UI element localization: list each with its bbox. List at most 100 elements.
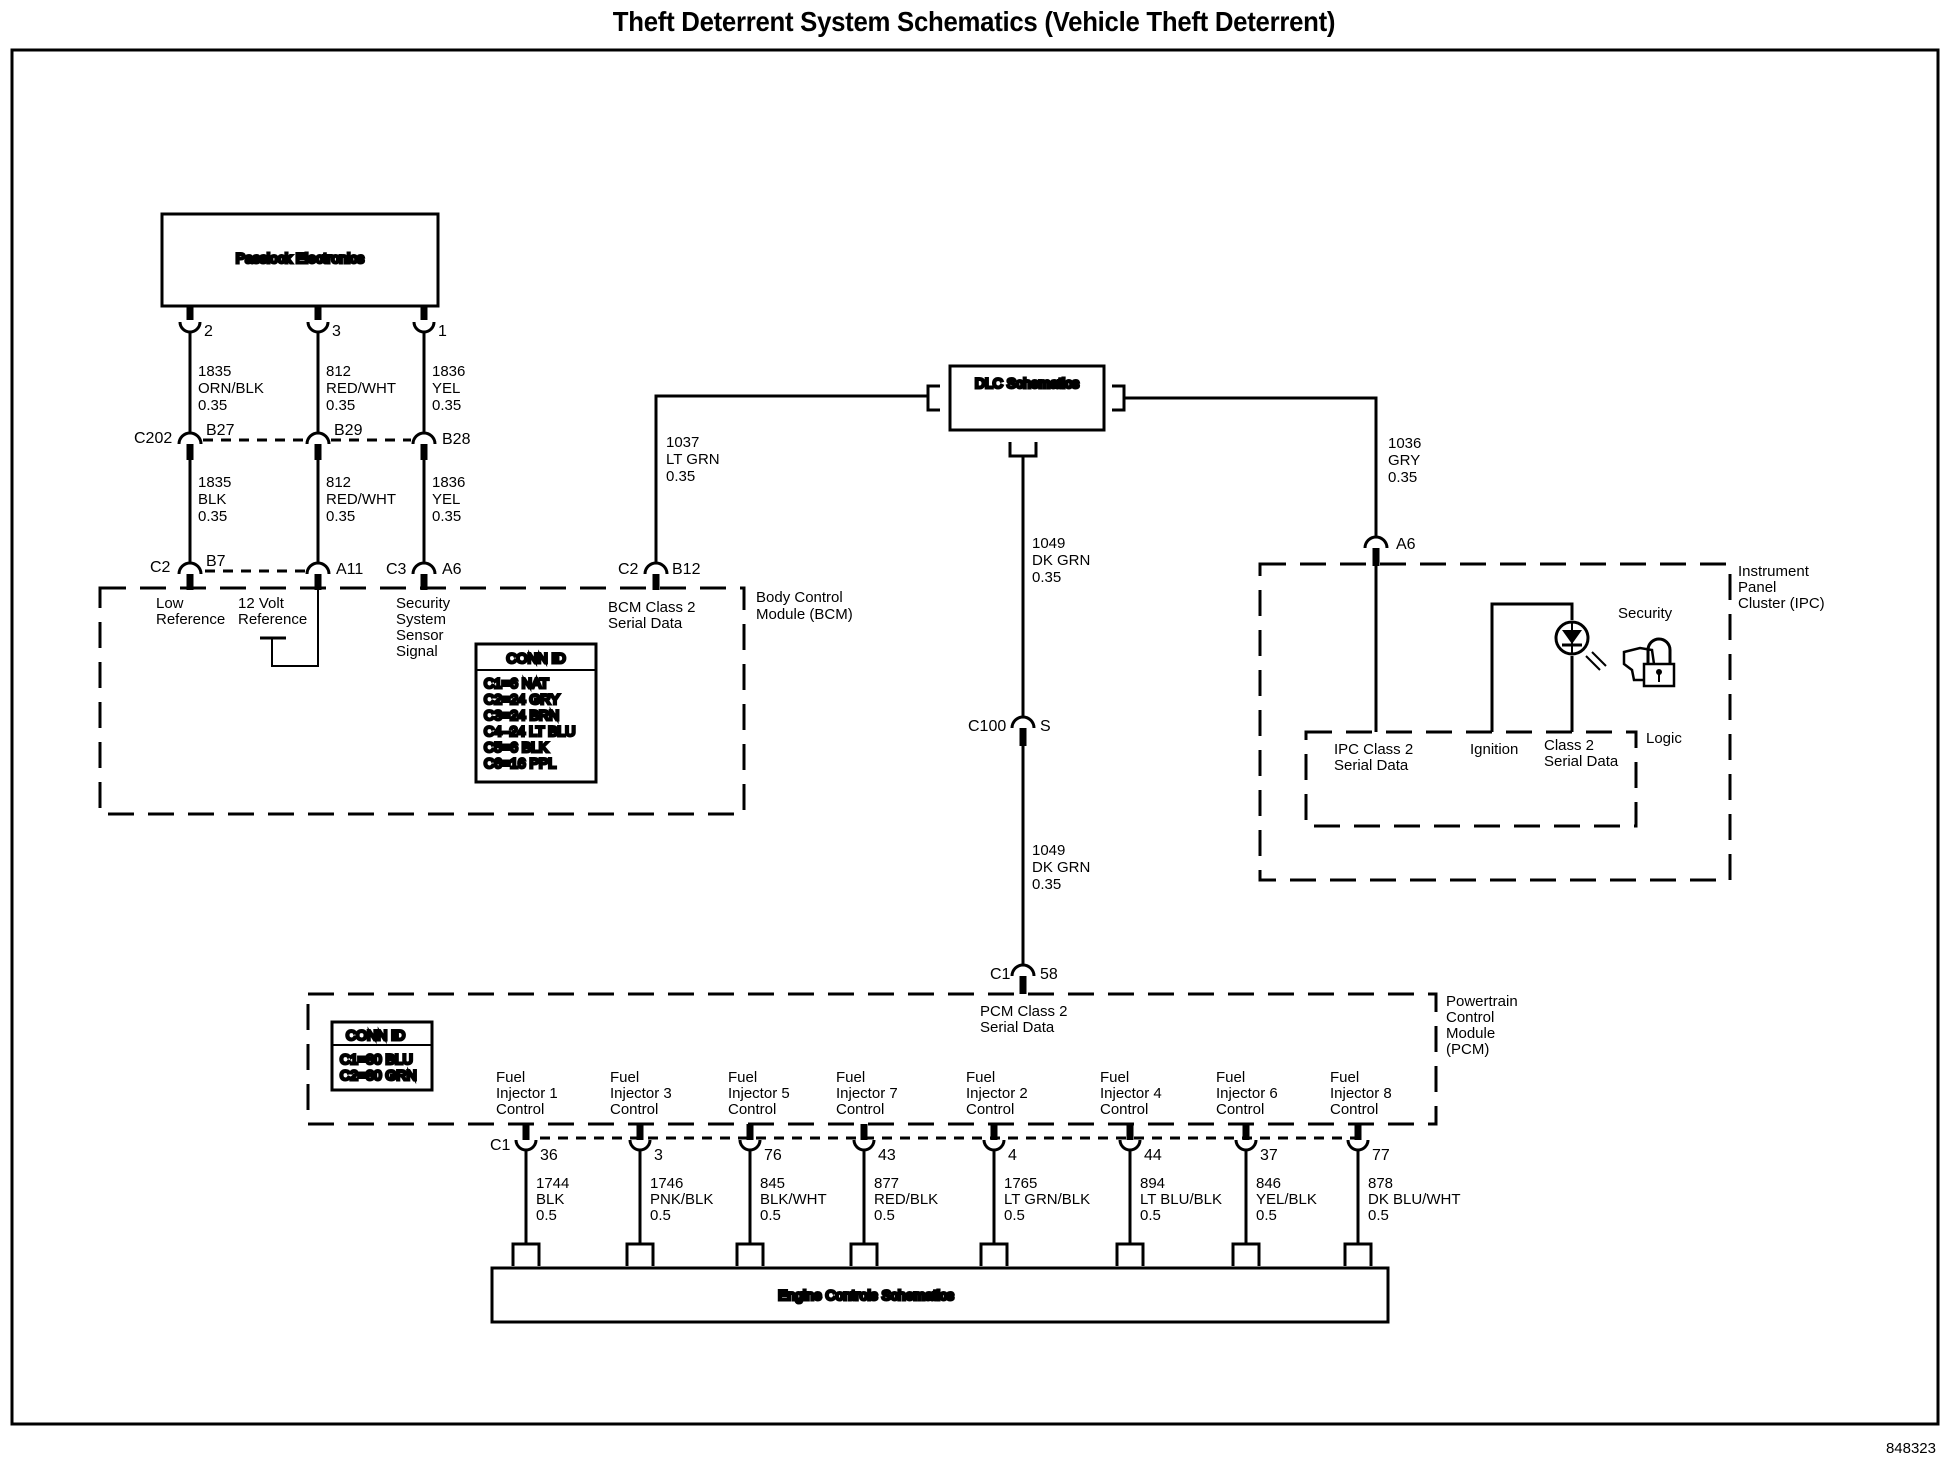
wire-color-label: BLK	[536, 1191, 564, 1208]
svg-text:812: 812	[326, 363, 351, 380]
wire-circuit-label: 1744	[536, 1175, 569, 1192]
svg-text:S: S	[1040, 718, 1051, 735]
svg-text:Cluster (IPC): Cluster (IPC)	[1738, 595, 1825, 612]
svg-text:C2=80 GRN: C2=80 GRN	[340, 1067, 417, 1083]
injector-function-label: Fuel	[836, 1069, 865, 1086]
svg-text:BLK: BLK	[198, 491, 226, 508]
wire-label-1836-lower: 1836 YEL 0.35	[432, 474, 465, 525]
svg-text:1835: 1835	[198, 363, 231, 380]
diagram-title: Theft Deterrent System Schematics (Vehic…	[612, 6, 1336, 37]
svg-text:0.35: 0.35	[198, 508, 227, 525]
wire-gauge-label: 0.5	[1368, 1207, 1389, 1224]
bcm-pin-c2-b7[interactable]: C2 B7	[150, 553, 226, 590]
injector-function-label: Control	[496, 1101, 544, 1118]
svg-text:Module: Module	[1446, 1025, 1495, 1042]
pcm-boundary[interactable]	[306, 992, 1438, 1126]
svg-text:0.35: 0.35	[1032, 569, 1061, 586]
svg-text:B29: B29	[334, 422, 363, 439]
wire-gauge-label: 0.5	[760, 1207, 781, 1224]
wire-color-label: LT BLU/BLK	[1140, 1191, 1222, 1208]
ipc-class2-serial-data-label: IPC Class 2 Serial Data	[1334, 741, 1413, 774]
svg-text:Sensor: Sensor	[396, 627, 444, 644]
ignition-feed-wire	[1490, 602, 1574, 732]
svg-text:CONN ID: CONN ID	[506, 650, 565, 666]
bcm-pin-c2-b12[interactable]: C2 B12	[618, 561, 701, 590]
svg-text:C2=24 GRY: C2=24 GRY	[484, 691, 560, 707]
bcm-class2-serial-data-label: BCM Class 2 Serial Data	[608, 599, 696, 632]
svg-text:Reference: Reference	[156, 611, 225, 628]
injector-function-label: Injector 8	[1330, 1085, 1392, 1102]
pcm-pin-c1-58[interactable]: C1 58	[990, 963, 1058, 994]
connector-c100[interactable]: C100 S	[968, 715, 1051, 746]
svg-text:C3=24 BRN: C3=24 BRN	[484, 707, 559, 723]
bcm-pin-c3-a6[interactable]: C3 A6	[386, 561, 462, 590]
passlock-pin-2: 2	[178, 306, 213, 340]
ipc-boundary[interactable]	[1258, 562, 1732, 882]
security-lock-icon	[1622, 637, 1676, 688]
svg-text:C1=80 BLU: C1=80 BLU	[340, 1051, 413, 1067]
wire-circuit-label: 877	[874, 1175, 899, 1192]
connector-c202[interactable]: C202 B27 B29 B28	[134, 422, 471, 460]
ipc-pin-a6[interactable]: A6	[1363, 535, 1416, 566]
wire-1036[interactable]	[1124, 396, 1378, 536]
injector-function-label: Control	[728, 1101, 776, 1118]
injector-function-label: Fuel	[610, 1069, 639, 1086]
injector-function-label: Fuel	[1216, 1069, 1245, 1086]
svg-text:B28: B28	[442, 431, 471, 448]
wire-circuit-label: 878	[1368, 1175, 1393, 1192]
wire-label-812-lower: 812 RED/WHT 0.35	[326, 474, 396, 525]
svg-text:ORN/BLK: ORN/BLK	[198, 380, 264, 397]
svg-text:Security: Security	[396, 595, 451, 612]
engine-controls-schematics-box[interactable]	[490, 1266, 1390, 1324]
passlock-electronics-box[interactable]	[160, 212, 440, 308]
svg-text:B12: B12	[672, 561, 701, 578]
wire-circuit-label: 845	[760, 1175, 785, 1192]
svg-text:58: 58	[1040, 966, 1058, 983]
injector-function-label: Fuel	[728, 1069, 757, 1086]
ipc-logic-boundary	[1304, 730, 1638, 828]
injector-cavity-label: 3	[654, 1147, 663, 1164]
injector-function-label: Control	[1100, 1101, 1148, 1118]
dlc-schematics-box[interactable]	[948, 364, 1106, 432]
wire-1037[interactable]	[654, 394, 928, 562]
wire-label-1036: 1036 GRY 0.35	[1388, 435, 1421, 486]
svg-text:1037: 1037	[666, 434, 699, 451]
wire-gauge-label: 0.5	[536, 1207, 557, 1224]
svg-text:0.35: 0.35	[326, 397, 355, 414]
ipc-label: Instrument Panel Cluster (IPC)	[1738, 563, 1825, 612]
pcm-label: Powertrain Control Module (PCM)	[1446, 993, 1518, 1058]
svg-text:Class 2: Class 2	[1544, 737, 1594, 754]
dlc-bottom-port	[1008, 442, 1038, 458]
wire-gauge-label: 0.5	[1004, 1207, 1025, 1224]
svg-text:0.35: 0.35	[326, 508, 355, 525]
pcm-injector-connector-label: C1	[490, 1137, 511, 1154]
injector-function-label: Control	[836, 1101, 884, 1118]
svg-text:DK GRN: DK GRN	[1032, 859, 1090, 876]
pin-label: 3	[332, 323, 341, 340]
injector-function-label: Fuel	[1330, 1069, 1359, 1086]
svg-text:Low: Low	[156, 595, 184, 612]
svg-text:1049: 1049	[1032, 535, 1065, 552]
wire-label-812-upper: 812 RED/WHT 0.35	[326, 363, 396, 414]
wire-label-1836-upper: 1836 YEL 0.35	[432, 363, 465, 414]
svg-text:(PCM): (PCM)	[1446, 1041, 1489, 1058]
wire-circuit-label: 894	[1140, 1175, 1165, 1192]
dlc-right-port	[1112, 384, 1126, 412]
wire-gauge-label: 0.5	[874, 1207, 895, 1224]
injector-function-label: Fuel	[966, 1069, 995, 1086]
injector-function-label: Injector 3	[610, 1085, 672, 1102]
wire-circuit-label: 1746	[650, 1175, 683, 1192]
wire-circuit-label: 1765	[1004, 1175, 1037, 1192]
svg-text:Serial Data: Serial Data	[1334, 757, 1409, 774]
svg-text:1835: 1835	[198, 474, 231, 491]
bcm-pin-a11[interactable]: A11	[305, 561, 363, 590]
